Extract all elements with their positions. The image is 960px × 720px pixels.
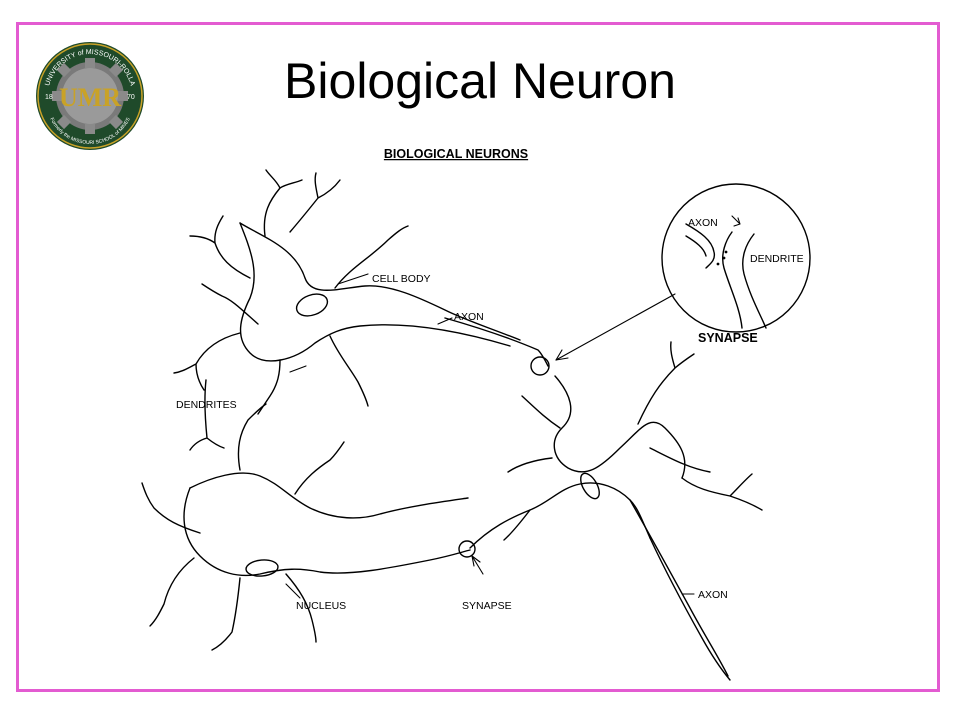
university-logo: UMR UNIVERSITY of MISSOURI-ROLLA Formerl… — [36, 42, 144, 150]
label-nucleus: NUCLEUS — [296, 600, 346, 612]
inset-label-axon: AXON — [688, 217, 718, 229]
label-axon-top: AXON — [454, 311, 484, 323]
lower-synapse-circle — [458, 540, 476, 558]
right-neuron — [469, 341, 763, 681]
label-cell-body: CELL BODY — [372, 273, 431, 285]
lower-neuron — [141, 403, 476, 651]
inset-label-synapse: SYNAPSE — [698, 331, 758, 345]
neuron-diagram: BIOLOGICAL NEURONS — [141, 147, 811, 681]
upper-neuron — [173, 169, 550, 451]
figure-title: BIOLOGICAL NEURONS — [384, 147, 528, 161]
logo-monogram: UMR — [59, 83, 121, 112]
right-nucleus — [580, 472, 600, 500]
logo-year-left: 18 — [45, 94, 53, 101]
inset-label-dendrite: DENDRITE — [750, 253, 804, 265]
lower-nucleus — [245, 559, 279, 577]
logo-year-right: 70 — [127, 94, 135, 101]
upper-nucleus — [295, 293, 329, 317]
synapse-inset — [555, 183, 811, 361]
slide-title: Biological Neuron — [284, 53, 676, 109]
slide-frame — [16, 22, 940, 692]
label-dendrites: DENDRITES — [176, 399, 237, 411]
upper-synapse-circle — [530, 356, 550, 376]
label-synapse-bottom: SYNAPSE — [462, 600, 512, 612]
label-axon-bottom: AXON — [698, 589, 728, 601]
